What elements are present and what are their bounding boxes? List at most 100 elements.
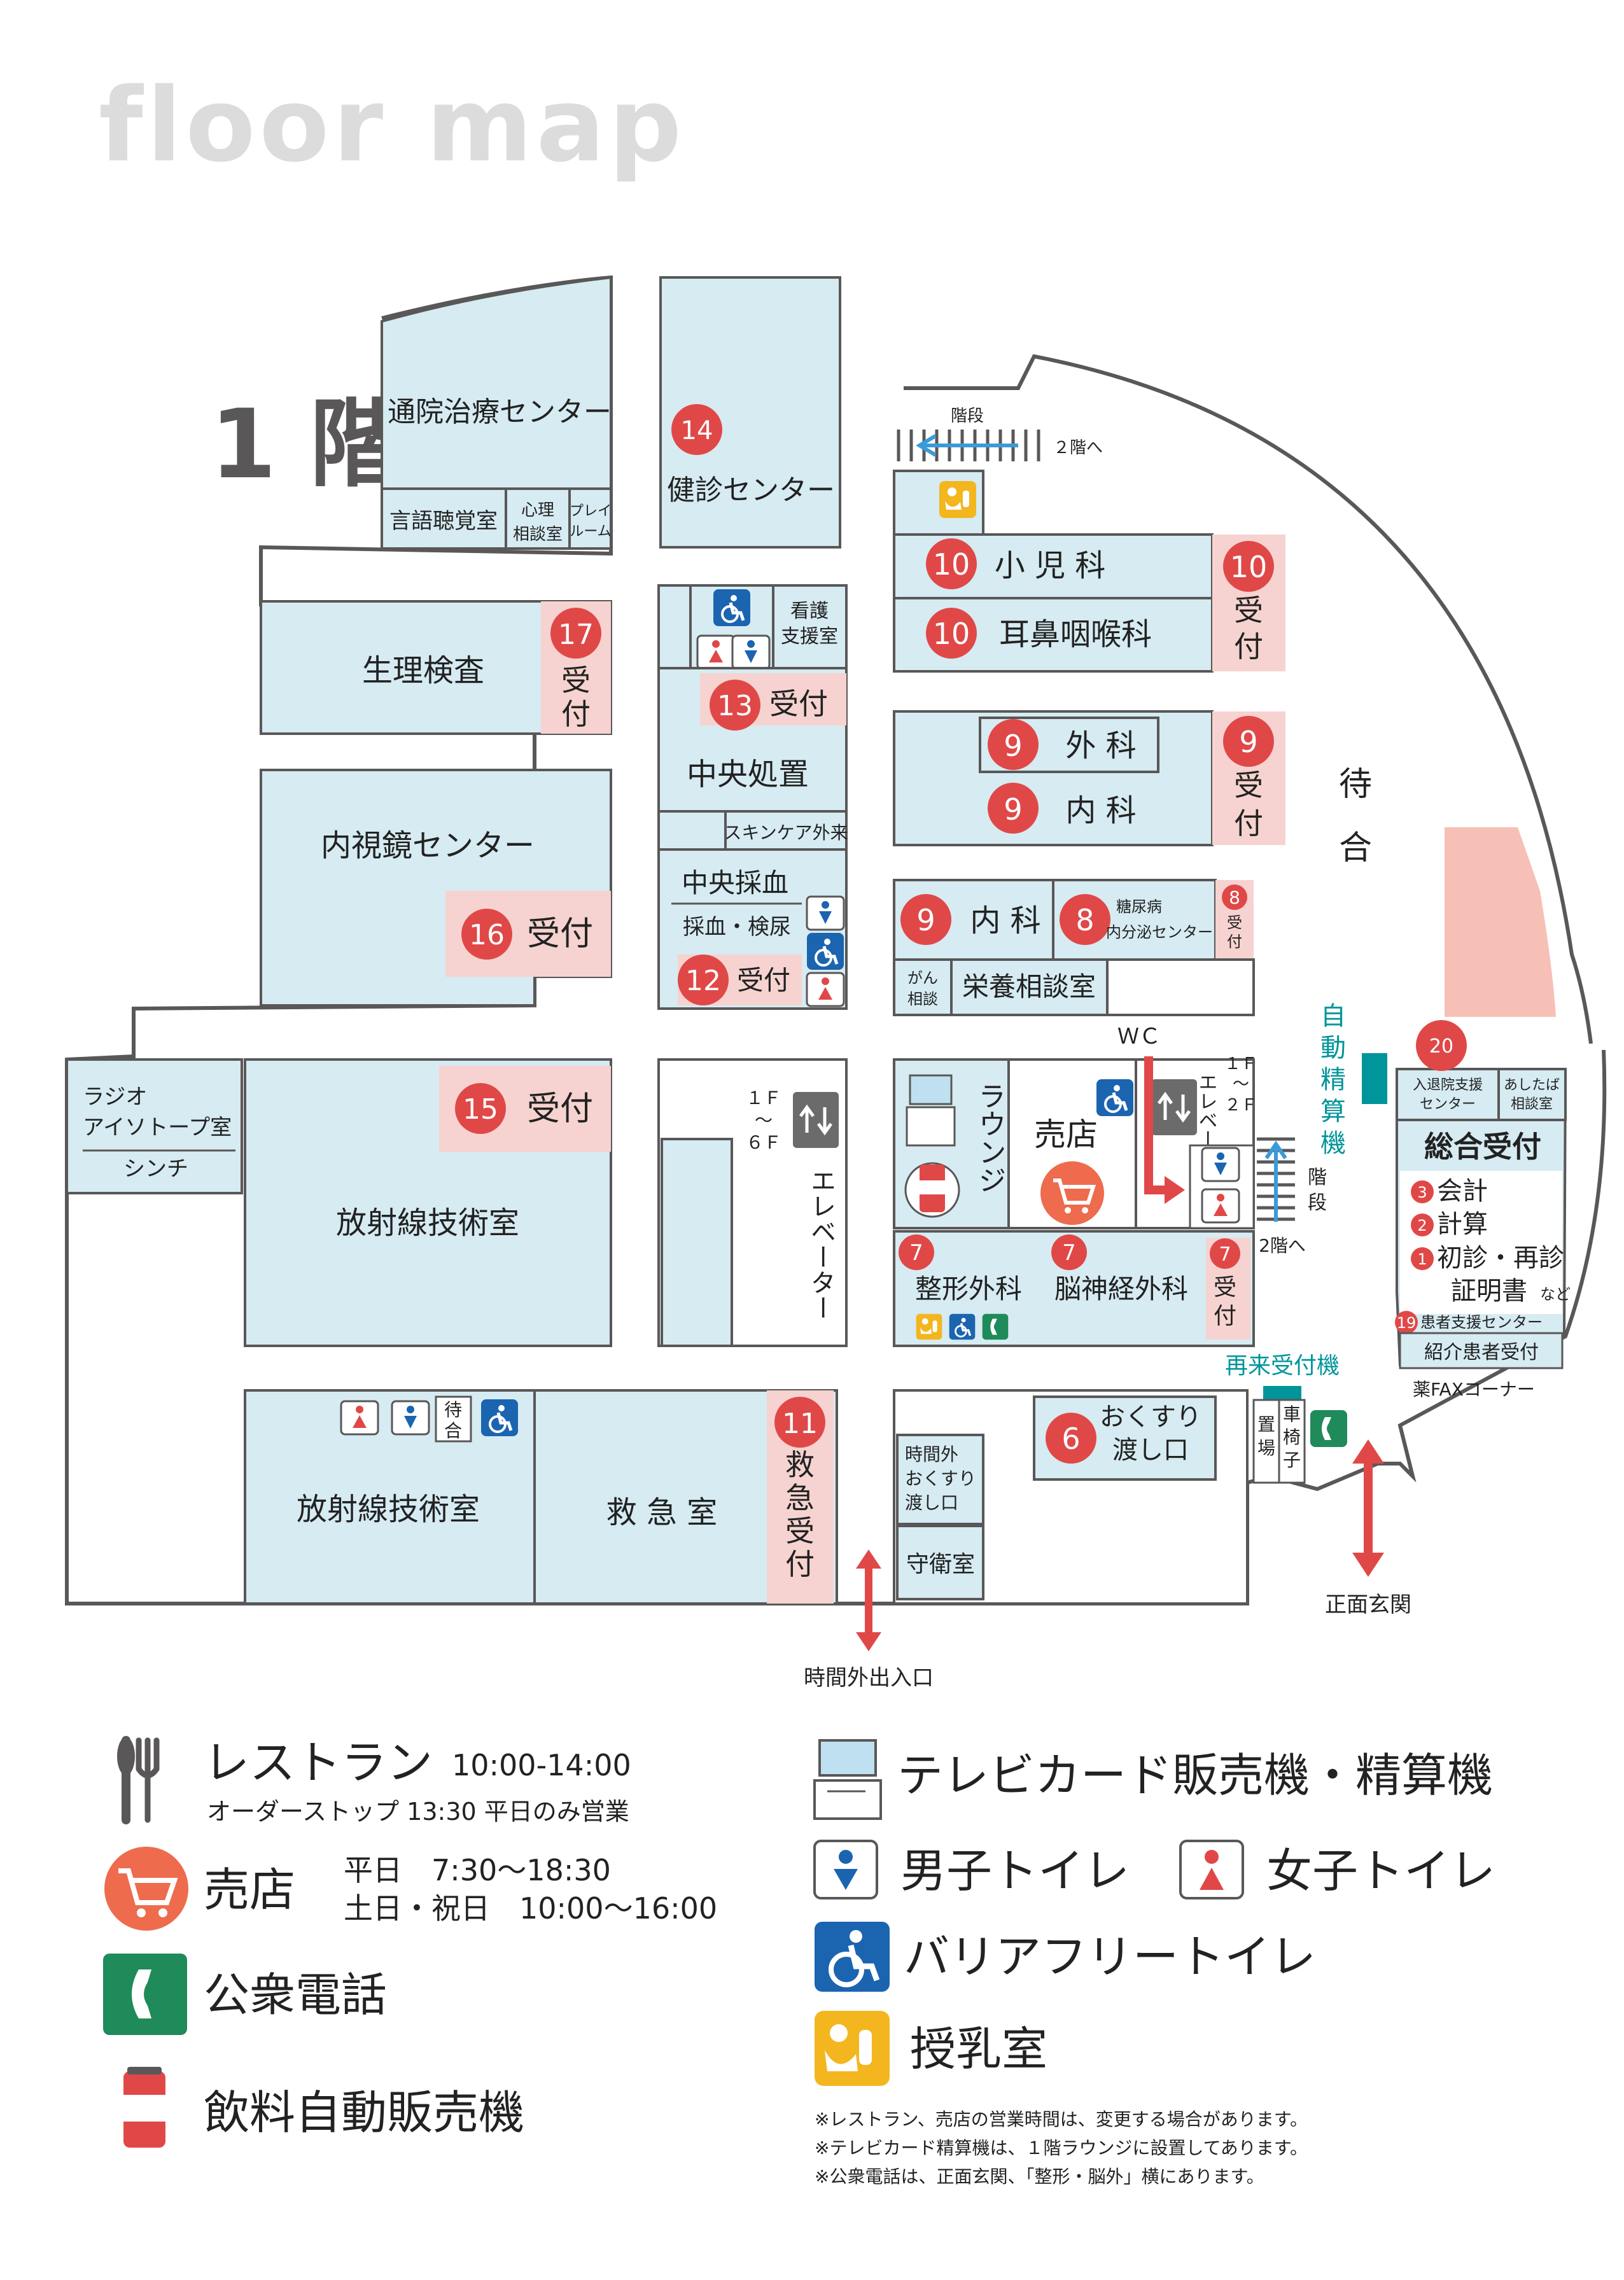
room-naishi-label: 内視鏡センター bbox=[321, 828, 535, 864]
can-icon bbox=[123, 2067, 165, 2148]
badge-3: 3 bbox=[1417, 1184, 1427, 1201]
fork-knife-icon bbox=[117, 1736, 160, 1824]
reception-17-a: 受 bbox=[561, 663, 591, 697]
kurumaisu-label1: 車 bbox=[1283, 1404, 1301, 1425]
saiorai-label: 再来受付機 bbox=[1225, 1353, 1340, 1379]
chi-label2: 場 bbox=[1257, 1437, 1275, 1458]
reception-8-b: 付 bbox=[1227, 933, 1242, 951]
stairs-top: 階段 ２階へ bbox=[897, 407, 1103, 461]
room-gengo: 言語聴覚室 bbox=[381, 487, 507, 550]
legend-restaurant-note: オーダーストップ 13:30 平日のみ営業 bbox=[207, 1798, 629, 1826]
legend-nursing: 授乳室 bbox=[910, 2022, 1047, 2076]
cart-icon bbox=[104, 1847, 188, 1931]
kurumaisu-label3: 子 bbox=[1283, 1450, 1301, 1471]
room-hoshasen-a: 15 受付 放射線技術室 bbox=[244, 1058, 612, 1347]
elev-large-range-3: ６Ｆ bbox=[746, 1132, 781, 1153]
female-icon-3 bbox=[1201, 1188, 1240, 1224]
badge-13: 13 bbox=[717, 690, 753, 722]
waiting-label-2: 合 bbox=[1339, 829, 1372, 867]
room-tonyo-label1: 糖尿病 bbox=[1116, 898, 1162, 916]
room-gengo-label: 言語聴覚室 bbox=[389, 508, 498, 534]
jikangai-label2: おくすり bbox=[905, 1468, 976, 1489]
stairs-right-2: 段 bbox=[1308, 1192, 1327, 1214]
room-tsuin-label: 通院治療センター bbox=[388, 396, 612, 428]
room-play-label1: プレイ bbox=[570, 503, 612, 519]
female-icon-legend bbox=[1179, 1840, 1244, 1899]
badge-10c: 10 bbox=[1230, 550, 1268, 584]
legend-shop-weekday: 平日 7:30〜18:30 bbox=[344, 1853, 611, 1887]
night-entrance-label: 時間外出入口 bbox=[804, 1665, 934, 1691]
jido-3: 精 bbox=[1320, 1065, 1346, 1095]
keisan-label: 計算 bbox=[1437, 1210, 1488, 1239]
small-waiting-label1: 待 bbox=[444, 1399, 462, 1420]
room-chuo-shochi: 13 受付 中央処置 bbox=[657, 667, 848, 813]
wheelchair-icon-3 bbox=[1096, 1079, 1133, 1116]
room-saiketsu-sub-label: 採血・検尿 bbox=[683, 914, 791, 940]
room-play-label2: ルーム bbox=[570, 524, 611, 540]
elev-large-range-2: 〜 bbox=[755, 1110, 773, 1131]
reception-11-a: 救 bbox=[785, 1448, 815, 1482]
elevator-icon bbox=[793, 1092, 839, 1148]
room-seiri: 生理検査 17 受 付 bbox=[260, 600, 612, 735]
fax-label: 薬FAXコーナー bbox=[1413, 1379, 1535, 1400]
waiting-label-1: 待 bbox=[1339, 766, 1372, 804]
room-kyukyu: 救 急 室 11 救 急 受 付 bbox=[533, 1389, 838, 1605]
shomei-label: 証明書 bbox=[1451, 1276, 1527, 1306]
stairs-top-dest: ２階へ bbox=[1053, 438, 1103, 458]
jido-2: 動 bbox=[1320, 1033, 1346, 1063]
badge-9d: 9 bbox=[916, 903, 935, 937]
room-naika2-tonyo: 9 内 科 8 糖尿病 内分泌センター 8 受 付 bbox=[893, 879, 1254, 961]
ashitaba-label1: あしたば bbox=[1504, 1077, 1560, 1093]
badge-14: 14 bbox=[681, 416, 713, 445]
badge-6: 6 bbox=[1061, 1422, 1080, 1456]
room-play: プレイ ルーム bbox=[568, 487, 612, 550]
room-seikei-noshinkei: 7 整形外科 7 脳神経外科 7 受 付 bbox=[893, 1230, 1255, 1347]
nursing-icon bbox=[939, 481, 976, 518]
small-waiting-label2: 合 bbox=[444, 1420, 462, 1441]
stairs-right: 階 段 2階へ bbox=[1257, 1137, 1327, 1256]
room-kyukyu-label: 救 急 室 bbox=[606, 1495, 718, 1530]
room-gan-label1: がん bbox=[907, 969, 938, 987]
badge-12: 12 bbox=[685, 965, 721, 997]
wheelchair-icon-2 bbox=[807, 933, 844, 970]
wheelchair-icon bbox=[713, 589, 750, 626]
shokai-label: 紹介患者受付 bbox=[1424, 1341, 1539, 1364]
building-outline-right bbox=[904, 354, 1593, 1044]
badge-2: 2 bbox=[1417, 1217, 1427, 1234]
room-radio-label1: ラジオ bbox=[83, 1084, 147, 1110]
room-seikei-label: 整形外科 bbox=[915, 1273, 1022, 1304]
kanja-label: 患者支援センター bbox=[1420, 1313, 1543, 1331]
elevator-large: １Ｆ 〜 ６Ｆ エレベーター bbox=[657, 1058, 848, 1347]
room-kango-block: 看護 支援室 bbox=[657, 584, 848, 670]
wc-label: ＷＣ bbox=[1117, 1024, 1161, 1049]
room-shoni-label: 小 児 科 bbox=[995, 548, 1106, 584]
room-baiten-label: 売店 bbox=[1034, 1116, 1098, 1153]
reception-10-a: 受 bbox=[1234, 593, 1263, 627]
room-eiyo-label: 栄養相談室 bbox=[962, 971, 1096, 1002]
elevator-icon-small bbox=[1151, 1079, 1197, 1135]
badge-16: 16 bbox=[469, 919, 505, 951]
room-hoshasen-a-label: 放射線技術室 bbox=[336, 1205, 519, 1241]
wheelchair-icon-5 bbox=[481, 1399, 518, 1436]
badge-19: 19 bbox=[1397, 1314, 1417, 1332]
wheelchair-icon-legend bbox=[815, 1922, 890, 1992]
legend-note-3: ※公衆電話は、正面玄関、「整形・脳外」横にあります。 bbox=[815, 2166, 1264, 2187]
room-hoshasen-b-label: 放射線技術室 bbox=[297, 1492, 480, 1527]
room-radio-label2: アイソトープ室 bbox=[83, 1115, 232, 1140]
saiorai-machine: 再来受付機 bbox=[1225, 1353, 1340, 1400]
legend-restaurant: レストラン bbox=[204, 1736, 433, 1789]
shoshin-label: 初診・再診 bbox=[1437, 1243, 1564, 1273]
nyutai-label2: センター bbox=[1420, 1096, 1476, 1112]
room-kango-label1: 看護 bbox=[790, 600, 829, 622]
legend-phone: 公衆電話 bbox=[204, 1968, 387, 2022]
room-skincare: スキンケア外来 bbox=[724, 810, 848, 851]
room-skincare-label: スキンケア外来 bbox=[724, 822, 848, 843]
nursing-icon-legend bbox=[815, 2011, 890, 2086]
room-lounge-label: ラウンジ bbox=[974, 1082, 1006, 1194]
reception-9-a: 受 bbox=[1234, 768, 1263, 802]
legend-vending: 飲料自動販売機 bbox=[204, 2086, 524, 2139]
legend-toilet-f: 女子トイレ bbox=[1266, 1844, 1495, 1898]
kaikei-label: 会計 bbox=[1437, 1177, 1488, 1206]
reception-13: 受付 bbox=[769, 687, 828, 721]
